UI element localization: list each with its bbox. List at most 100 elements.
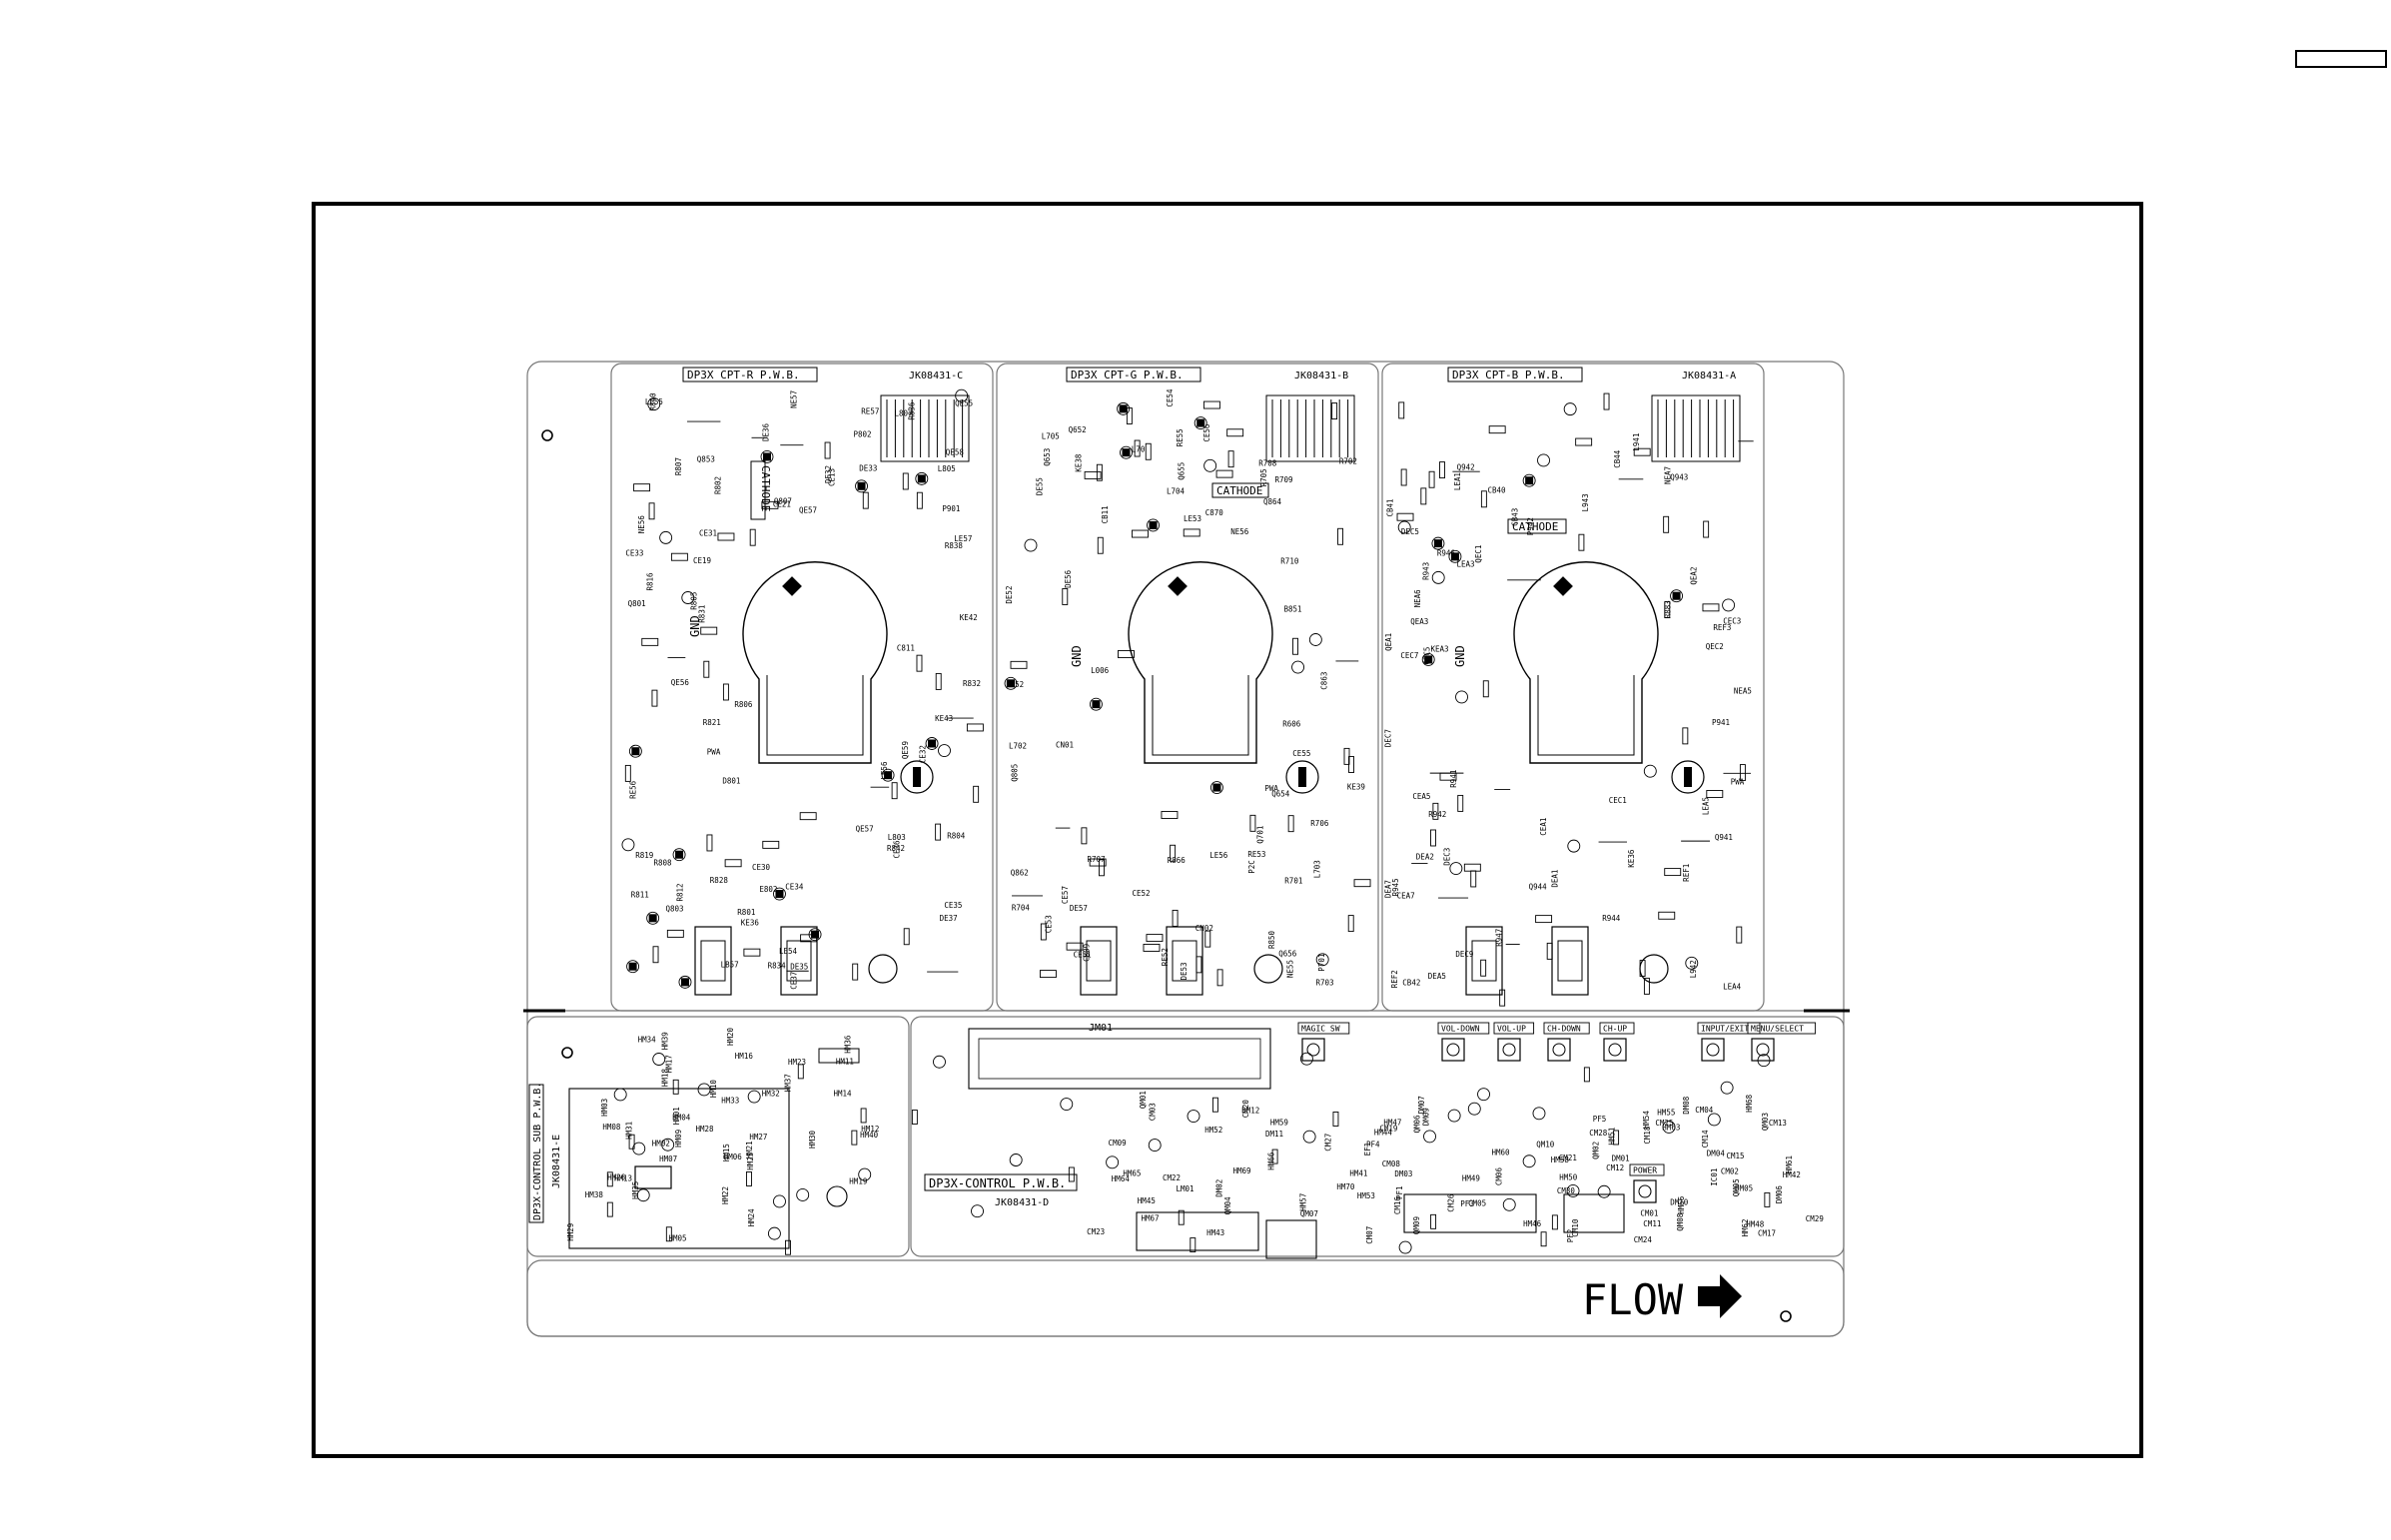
component-designator: L807: [895, 409, 913, 418]
component-designator: LEA5: [1702, 797, 1711, 815]
component-designator: CM02: [1721, 1167, 1739, 1176]
component-designator: HM20: [726, 1027, 735, 1046]
component-designator: R828: [710, 876, 729, 885]
component-designator: CE37: [789, 972, 798, 990]
component-designator: DEA5: [1428, 972, 1446, 981]
component-designator: HM16: [735, 1052, 754, 1061]
component-designator: HM56: [1677, 1195, 1686, 1214]
component-designator: R805: [690, 592, 699, 610]
component-designator: P802: [854, 430, 872, 439]
component-designator: HM62: [1741, 1218, 1750, 1236]
component-designator: HM48: [1746, 1219, 1765, 1228]
component-designator: CEC5: [1423, 647, 1432, 665]
component-designator: R705: [1259, 468, 1268, 486]
component-designator: HM32: [762, 1090, 780, 1099]
component-designator: Q853: [697, 454, 715, 463]
component-designator: HM13: [614, 1174, 632, 1183]
component-designator: CB42: [1402, 978, 1420, 987]
component-designator: RE52: [1161, 948, 1170, 966]
board-outline-cpt-r: [610, 363, 994, 1012]
component-designator: LE57: [954, 534, 972, 543]
tooling-hole: [1780, 1310, 1792, 1322]
component-designator: DE37: [940, 914, 958, 923]
component-designator: CE33: [625, 549, 643, 558]
component-designator: CB09: [1083, 944, 1092, 962]
svg-text:VOL-DOWN: VOL-DOWN: [1441, 1025, 1480, 1034]
component-designator: CE13: [828, 468, 837, 486]
component-designator: HM28: [696, 1125, 715, 1134]
cpt-g-title: DP3X CPT-G P.W.B.: [1071, 369, 1184, 382]
flow-label: FLOW: [1582, 1275, 1684, 1324]
component-designator: LE56: [1209, 851, 1228, 860]
component-designator: P701: [1317, 954, 1326, 972]
component-designator: LEA4: [1723, 983, 1742, 992]
component-designator: DM07: [1417, 1096, 1426, 1114]
board-outline-bottom-strip: [526, 1259, 1845, 1337]
component-designator: HM61: [1785, 1155, 1794, 1173]
component-designator: NEA5: [1734, 687, 1752, 696]
component-designator: DEC7: [1383, 729, 1392, 747]
component-designator: DM10: [1670, 1198, 1689, 1207]
component-designator: PF1: [1395, 1185, 1404, 1199]
component-designator: CE35: [944, 901, 962, 910]
component-designator: CM11: [1643, 1219, 1661, 1228]
component-designator: CM08: [1382, 1159, 1401, 1168]
component-designator: R842: [887, 844, 905, 853]
component-designator: Q653: [1043, 448, 1052, 466]
component-designator: CEC1: [1609, 796, 1627, 805]
component-designator: CB11: [1101, 505, 1110, 523]
component-designator: QM08: [1676, 1212, 1685, 1231]
component-designator: CM10: [1571, 1218, 1580, 1237]
component-designator: CM30: [1557, 1186, 1576, 1195]
component-designator: HM25: [746, 1153, 755, 1170]
component-designator: DE57: [1070, 904, 1088, 913]
component-designator: NE57: [790, 390, 799, 408]
component-designator: QEA2: [1689, 567, 1698, 585]
switch-magic-sw: MAGIC SW: [1297, 1022, 1350, 1062]
component-designator: HM67: [1142, 1213, 1160, 1222]
component-designator: HM50: [1559, 1173, 1578, 1182]
component-designator: DEA2: [1416, 852, 1434, 861]
component-designator: HM31: [625, 1122, 634, 1140]
component-designator: HM64: [1112, 1174, 1131, 1183]
component-designator: CE56: [1202, 423, 1211, 442]
component-designator: HM40: [860, 1131, 879, 1140]
component-designator: CM14: [1701, 1130, 1710, 1149]
component-designator: QM01: [1139, 1091, 1148, 1109]
component-designator: KE42: [960, 613, 978, 622]
component-designator: R819: [635, 851, 653, 860]
svg-text:CH-DOWN: CH-DOWN: [1547, 1025, 1581, 1034]
component-designator: QM09: [1412, 1216, 1421, 1234]
component-designator: HM23: [788, 1058, 806, 1067]
component-designator: CM23: [1087, 1227, 1105, 1236]
component-designator: HM35: [631, 1181, 640, 1199]
component-designator: Q864: [1263, 497, 1282, 506]
component-designator: QE56: [671, 678, 690, 687]
component-designator: DEA1: [1551, 870, 1560, 888]
component-designator: CM28: [1589, 1129, 1608, 1138]
component-designator: R806: [734, 700, 753, 709]
gnd-label-b: GND: [1453, 645, 1467, 667]
component-designator: L942: [1689, 960, 1698, 978]
cathode-r: CATHODE: [750, 460, 772, 520]
component-designator: CM19: [1379, 1125, 1397, 1134]
component-designator: HM70: [1336, 1182, 1355, 1191]
switch-input-exit: INPUT/EXIT: [1697, 1022, 1761, 1062]
component-designator: CE53: [1045, 915, 1054, 933]
flow-indicator: FLOW: [1582, 1274, 1742, 1324]
component-designator: CM04: [1695, 1106, 1714, 1115]
component-designator: QEC1: [1474, 545, 1483, 563]
component-designator: DM08: [1682, 1096, 1691, 1115]
component-designator: R802: [714, 476, 723, 494]
component-designator: DE53: [1180, 962, 1189, 980]
component-designator: DM11: [1265, 1130, 1283, 1139]
component-designator: QE57: [856, 825, 874, 834]
component-designator: HM52: [1204, 1126, 1222, 1135]
switch-vol-down: VOL-DOWN: [1437, 1022, 1490, 1062]
component-designator: HM38: [585, 1190, 604, 1199]
component-designator: RE53: [1247, 850, 1265, 859]
component-designator: HM55: [1657, 1108, 1675, 1117]
component-designator: CN02: [1196, 924, 1213, 933]
component-designator: HM36: [844, 1035, 853, 1054]
cpt-r-part: JK08431-C: [909, 371, 963, 382]
